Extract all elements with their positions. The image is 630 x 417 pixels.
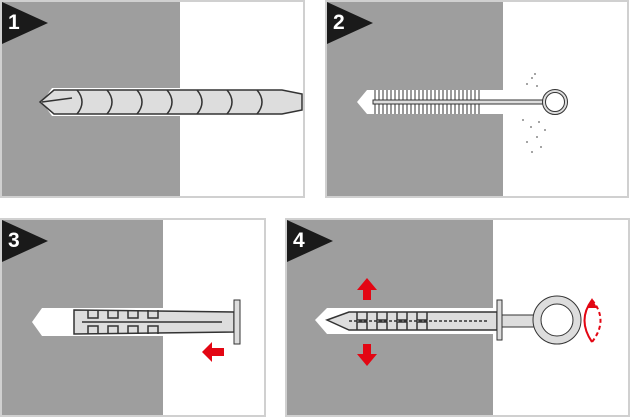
step-badge: 3 <box>2 220 50 262</box>
step-3-panel: 3 <box>0 218 266 417</box>
rotate-arrow-icon <box>591 299 602 343</box>
drill-bit-illustration <box>38 88 303 116</box>
step-2-panel: 2 <box>325 0 629 198</box>
step-number: 4 <box>293 229 305 252</box>
step-1-panel: 1 <box>0 0 305 198</box>
expand-down-arrow-icon <box>357 344 377 366</box>
push-arrow-icon <box>202 342 224 362</box>
cleaning-brush-illustration <box>357 73 568 153</box>
expand-up-arrow-icon <box>357 278 377 300</box>
step-number: 2 <box>333 11 345 34</box>
step-badge: 2 <box>327 2 375 44</box>
step-4-panel: 4 <box>285 218 630 417</box>
step-badge: 1 <box>2 2 50 44</box>
step-number: 3 <box>8 229 20 252</box>
step-badge: 4 <box>287 220 335 262</box>
wall-plug-illustration <box>32 299 241 362</box>
step-number: 1 <box>8 11 20 34</box>
eye-hook-illustration <box>315 278 602 366</box>
